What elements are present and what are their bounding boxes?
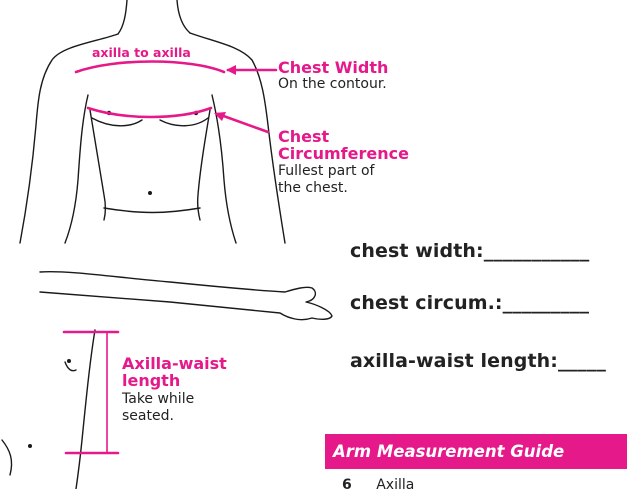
waist-line (104, 208, 200, 213)
chest-circumference-title-line2: Circumference (278, 145, 409, 162)
axilla-waist-note-line1: Take while (122, 392, 194, 407)
chest-width-note: On the contour. (278, 77, 387, 92)
chest-circum-field-blank[interactable]: _________ (503, 292, 589, 314)
side-elbow-line (65, 362, 76, 371)
axilla-waist-field[interactable]: axilla-waist length:_____ (350, 350, 606, 372)
chest-circumference-note-line1: Fullest part of (278, 164, 374, 179)
chest-circumference-pointer (218, 114, 268, 132)
arm-measurement-guide-banner: Arm Measurement Guide (325, 434, 627, 469)
chest-circumference-measure-arc (88, 108, 211, 117)
chest-width-title: Chest Width (278, 59, 388, 76)
chest-width-measure-arc (76, 62, 224, 73)
axilla-waist-title-line1: Axilla-waist (122, 355, 227, 372)
chest-circumference-note-line2: the chest. (278, 181, 348, 196)
cutoff-row-number: 6 (342, 477, 352, 493)
axilla-waist-field-label: axilla-waist length: (350, 350, 558, 372)
axilla-to-axilla-label: axilla to axilla (92, 44, 191, 61)
axilla-waist-note-line2: seated. (122, 409, 174, 424)
side-torso-back (76, 330, 95, 489)
chest-width-field-blank[interactable]: ___________ (484, 240, 590, 262)
neck-left-line (118, 0, 127, 34)
cutoff-row: 6 Axilla (342, 477, 414, 493)
neck-right-line (177, 0, 190, 33)
outstretched-arm (40, 272, 332, 320)
right-pec-line (160, 118, 208, 126)
cutoff-row-text: Axilla (376, 477, 414, 493)
left-pec-line (92, 118, 142, 126)
side-navel-dot (28, 444, 32, 448)
torso-right-side (198, 110, 210, 220)
chest-circumference-title-line1: Chest (278, 128, 329, 145)
torso-left-side (90, 110, 106, 220)
side-marker-dot (67, 359, 71, 363)
chest-width-field-label: chest width: (350, 240, 484, 262)
side-torso-front (2, 440, 12, 475)
chest-width-field[interactable]: chest width:___________ (350, 240, 589, 262)
chest-circum-field[interactable]: chest circum.:_________ (350, 292, 589, 314)
right-arm-outer (190, 33, 285, 243)
chest-width-arrowhead (226, 65, 236, 75)
axilla-waist-field-blank[interactable]: _____ (558, 350, 606, 372)
chest-circum-field-label: chest circum.: (350, 292, 503, 314)
left-arm-inner (65, 95, 88, 243)
navel-mark (148, 191, 152, 195)
axilla-waist-title-line2: length (122, 372, 180, 389)
